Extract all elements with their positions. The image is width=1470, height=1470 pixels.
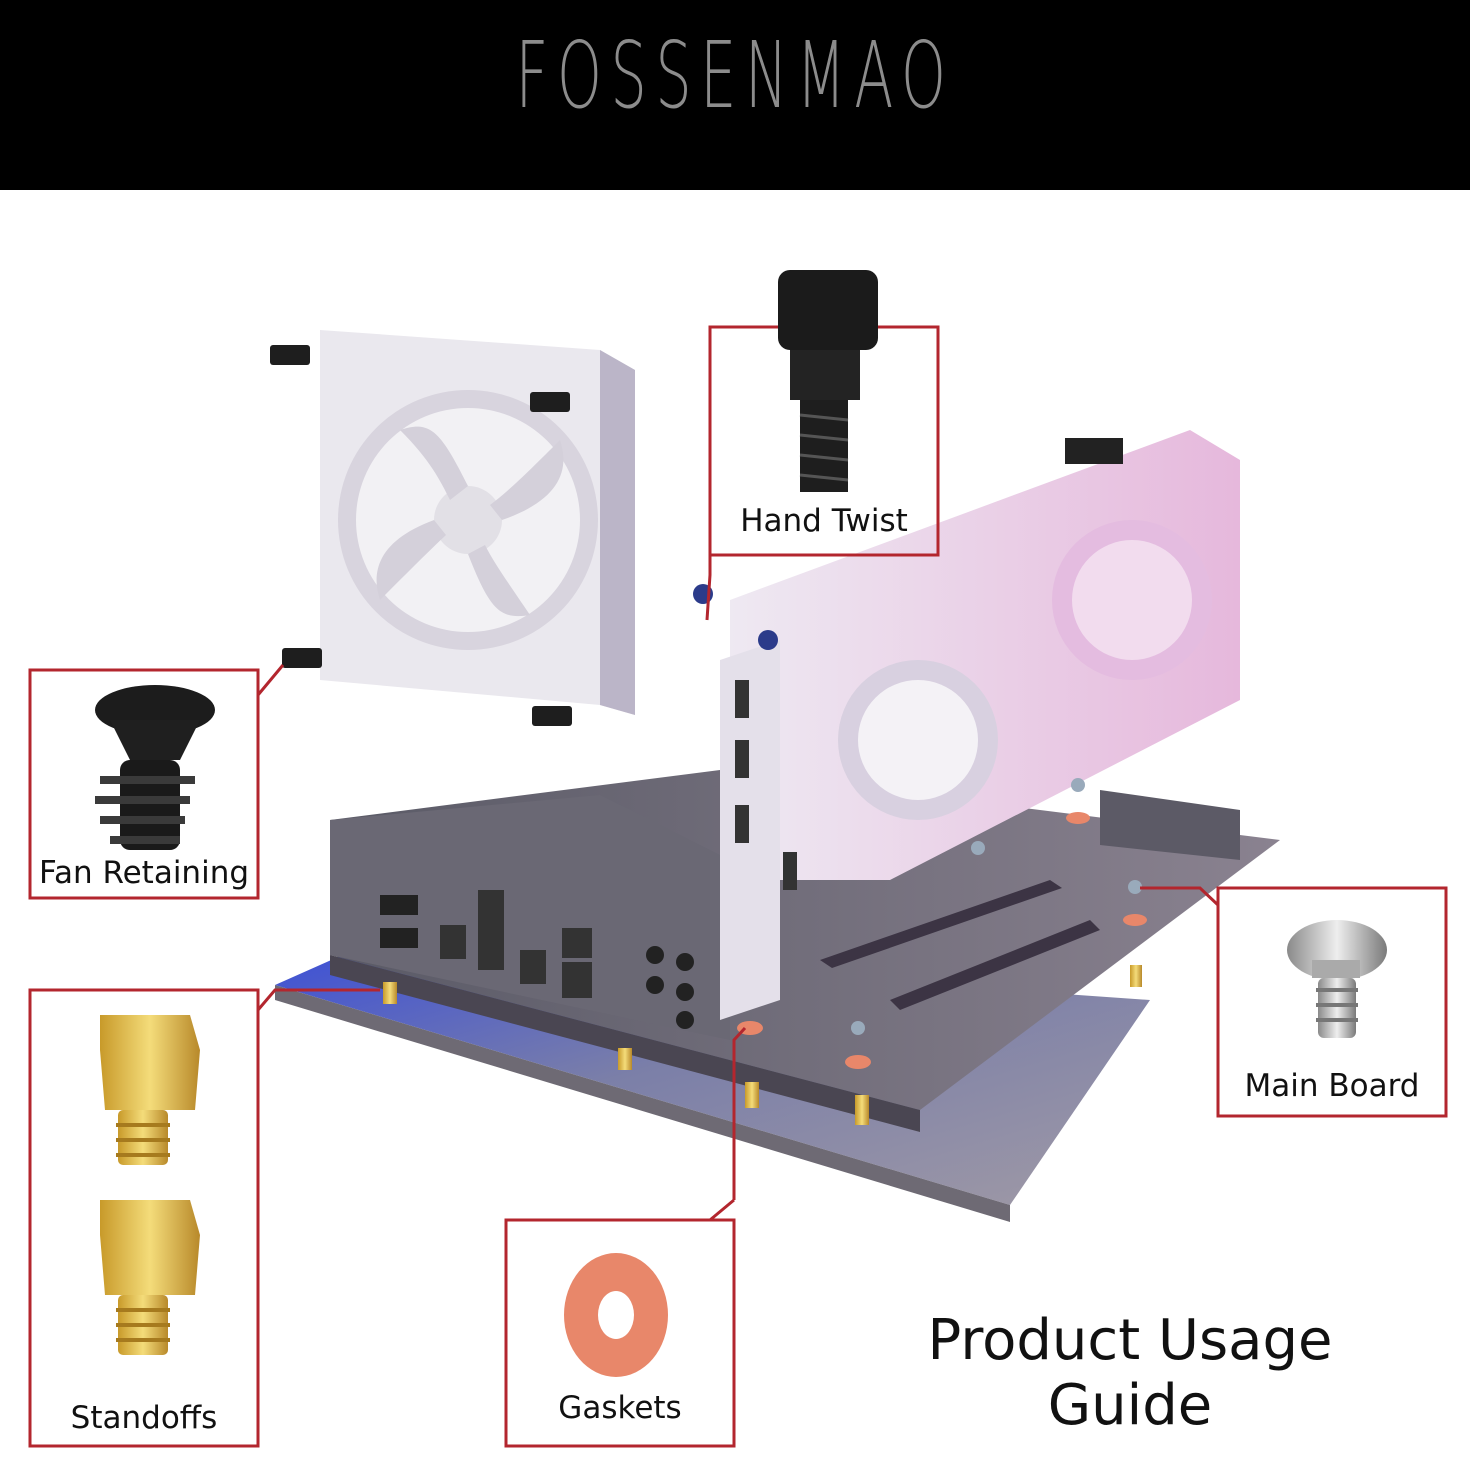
- fan-retaining-label: Fan Retaining: [38, 855, 250, 891]
- standoff-icon: [100, 1015, 200, 1355]
- brand-header: FOSSENMAO: [0, 0, 1470, 190]
- board-screw-icon: [1287, 920, 1387, 1038]
- fan-screw-icon: [95, 685, 215, 850]
- gasket-icon: [564, 1253, 668, 1377]
- gaskets-label: Gaskets: [558, 1390, 682, 1426]
- case-fan: [270, 330, 635, 726]
- hand-twist-screw-icon: [778, 270, 878, 492]
- hand-twist-label: Hand Twist: [740, 503, 908, 539]
- motherboard: [330, 770, 1280, 1132]
- brand-logo: FOSSENMAO: [515, 22, 955, 129]
- guide-title: Product Usage Guide: [927, 1308, 1333, 1438]
- plate-standoffs: [383, 965, 1142, 1125]
- standoffs-label: Standoffs: [70, 1400, 218, 1436]
- graphics-card: [720, 430, 1240, 1020]
- main-board-label: Main Board: [1244, 1068, 1420, 1104]
- board-gaskets: [737, 812, 1147, 1069]
